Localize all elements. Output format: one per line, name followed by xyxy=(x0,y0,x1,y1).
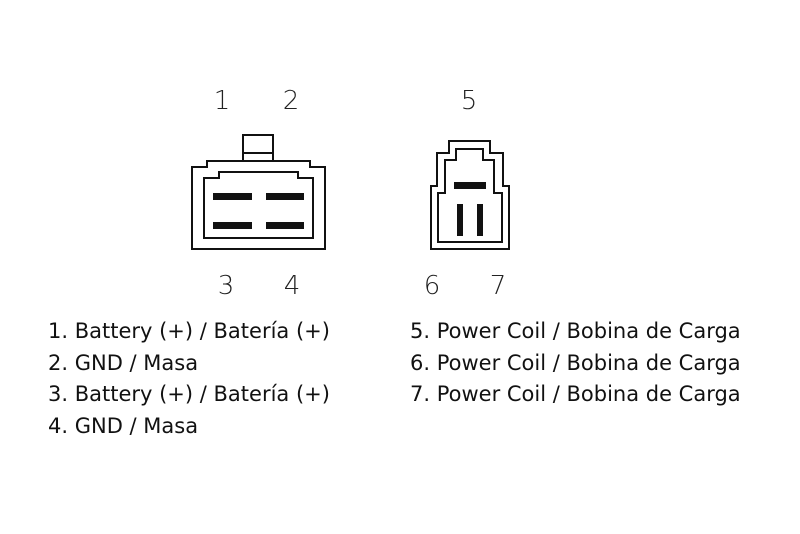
pin-6 xyxy=(457,204,463,236)
legend-item: 6. Power Coil / Bobina de Carga xyxy=(410,350,741,375)
legend-right: 5. Power Coil / Bobina de Carga 6. Power… xyxy=(410,316,741,411)
legend-item: 3. Battery (+) / Batería (+) xyxy=(48,382,330,406)
pin-3 xyxy=(213,222,252,229)
connector-housing-inner xyxy=(437,148,503,243)
legend-item: 5. Power Coil / Bobina de Carga xyxy=(410,319,741,343)
pin-label-5: 5 xyxy=(460,86,478,116)
pin-2 xyxy=(266,193,304,200)
connector-housing-inner xyxy=(203,171,314,239)
pin-label-6: 6 xyxy=(423,271,441,301)
connector-housing-outer xyxy=(430,140,510,250)
legend-item: 1. Battery (+) / Batería (+) xyxy=(48,319,330,343)
three-pin-connector xyxy=(430,140,510,250)
pin-label-2: 2 xyxy=(282,86,300,116)
pin-1 xyxy=(213,193,252,200)
four-pin-connector xyxy=(191,134,326,250)
connector-latch-tab xyxy=(242,134,274,162)
legend-item: 4. GND / Masa xyxy=(48,413,199,438)
legend-item: 2. GND / Masa xyxy=(48,350,199,375)
pin-5 xyxy=(454,182,486,189)
pin-label-3: 3 xyxy=(217,271,235,301)
pin-4 xyxy=(266,222,304,229)
pin-label-7: 7 xyxy=(489,271,507,301)
legend-item: 7. Power Coil / Bobina de Carga xyxy=(410,382,741,406)
connector-housing-outer xyxy=(191,160,326,250)
pin-label-4: 4 xyxy=(283,271,301,301)
pin-label-1: 1 xyxy=(213,86,231,116)
legend-left: 1. Battery (+) / Batería (+) 2. GND / Ma… xyxy=(48,316,330,442)
pin-7 xyxy=(477,204,483,236)
